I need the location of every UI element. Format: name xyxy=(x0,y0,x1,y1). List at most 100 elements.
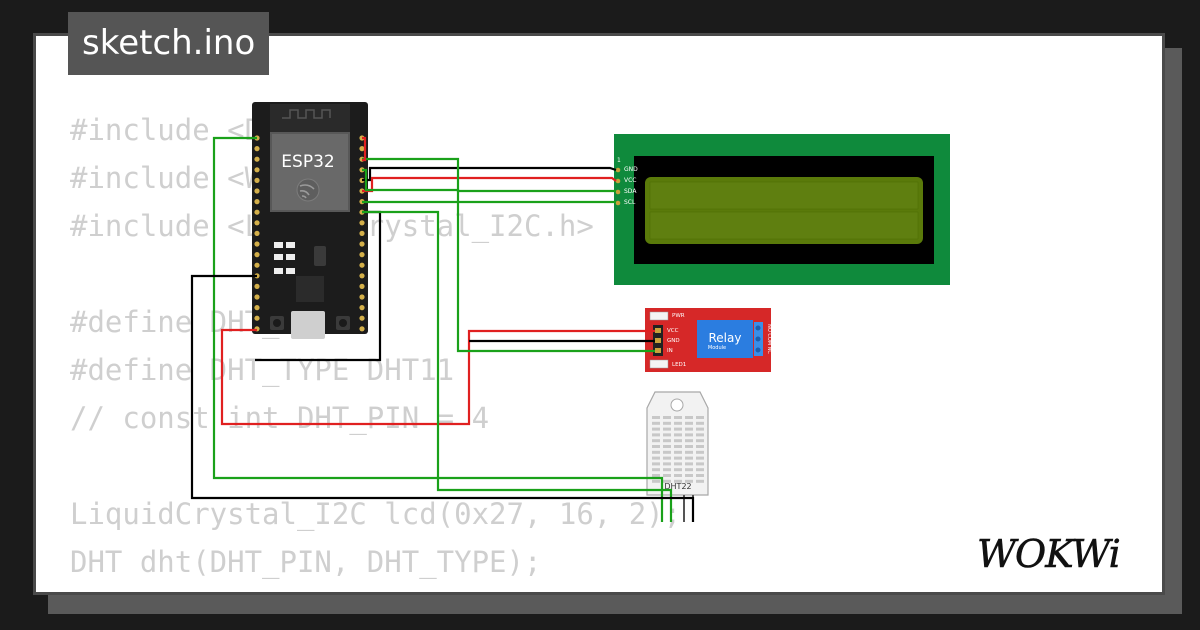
dht-vent-slot xyxy=(685,450,693,454)
code-line: // const int DHT_PIN = 4 xyxy=(70,401,490,435)
wire-dht-gnd[interactable] xyxy=(190,274,695,522)
dht-vent-slot xyxy=(674,421,682,425)
dht-vent-slot xyxy=(652,450,660,454)
wire-lcd-gnd[interactable] xyxy=(362,166,617,182)
dht-vent-slot xyxy=(652,445,660,448)
esp32-devkit[interactable]: ESP32 xyxy=(252,102,368,339)
dht-vent-slot xyxy=(685,439,693,443)
file-tab[interactable]: sketch.ino xyxy=(68,12,270,75)
esp32-pin[interactable] xyxy=(359,230,365,236)
lcd-pin-scl[interactable] xyxy=(615,200,621,206)
dht-vent-slot xyxy=(685,456,693,460)
relay-pin-in[interactable] xyxy=(655,348,661,353)
esp32-pin[interactable] xyxy=(359,220,365,226)
esp32-pin[interactable] xyxy=(254,220,260,226)
wire-esp-3v3[interactable] xyxy=(362,136,367,162)
dht-vent-slot xyxy=(674,445,682,448)
dht-vent-slot xyxy=(674,468,682,472)
relay-pin-vcc[interactable] xyxy=(655,328,661,333)
relay-pin-in-label: IN xyxy=(667,348,673,354)
dht-vent-slot xyxy=(685,479,693,483)
dht-vent-slot xyxy=(674,427,682,431)
lcd-pin-scl-label: SCL xyxy=(624,199,636,206)
dht-vent-slot xyxy=(696,462,704,466)
esp32-pin[interactable] xyxy=(359,294,365,300)
esp32-pin[interactable] xyxy=(254,188,260,194)
esp32-pin[interactable] xyxy=(254,262,260,268)
esp32-pin[interactable] xyxy=(254,230,260,236)
dht-vent-slot xyxy=(696,421,704,425)
wires[interactable] xyxy=(190,136,695,522)
dht-vent-slot xyxy=(663,427,671,431)
dht-vent-slot xyxy=(674,433,682,437)
esp32-pin[interactable] xyxy=(254,315,260,321)
lcd-pin-vcc[interactable] xyxy=(615,178,621,184)
esp32-pin[interactable] xyxy=(359,326,365,332)
dht-vent-slot xyxy=(696,416,704,419)
dht-vent-slot xyxy=(674,474,682,477)
dht-vent-slot xyxy=(696,445,704,448)
dht-vent-slot xyxy=(663,421,671,425)
wokwi-logo-text: WOKWi xyxy=(977,532,1120,576)
dht-vent-slot xyxy=(663,433,671,437)
lcd-pin-gnd-label: GND xyxy=(624,166,638,173)
dht-vent-slot xyxy=(696,468,704,472)
relay-pwr-led xyxy=(649,311,669,321)
lcd-pin-vcc-label: VCC xyxy=(624,177,636,184)
code-line: #define DHT_TYPE DHT11 xyxy=(70,353,455,387)
esp32-pin[interactable] xyxy=(359,305,365,311)
relay-module[interactable]: Relay Module VCC GND IN PWR LED1 NO COM … xyxy=(645,308,772,372)
esp32-pin[interactable] xyxy=(254,305,260,311)
dht-vent-slot xyxy=(652,468,660,472)
dht-vent-slot xyxy=(652,439,660,443)
wire-relay-vcc[interactable] xyxy=(220,328,655,426)
wire-dht-vcc[interactable] xyxy=(212,136,664,522)
esp32-pin[interactable] xyxy=(254,241,260,247)
esp32-pin[interactable] xyxy=(359,315,365,321)
esp32-pin[interactable] xyxy=(359,252,365,258)
wire-relay-in[interactable] xyxy=(362,168,655,353)
dht-vent-slot xyxy=(674,439,682,443)
lcd-display[interactable]: 1 GND VCC SDA SCL xyxy=(614,134,950,285)
esp32-pin[interactable] xyxy=(254,146,260,152)
relay-pin-gnd-label: GND xyxy=(667,338,680,344)
dht-vent-slot xyxy=(663,450,671,454)
code-line: LiquidCrystal_I2C lcd(0x27, 16, 2); xyxy=(70,497,682,531)
dht22-sensor[interactable]: DHT22 xyxy=(646,391,709,522)
esp32-pin[interactable] xyxy=(254,199,260,205)
micro-usb-port[interactable] xyxy=(291,311,325,339)
dht-vent-slot xyxy=(674,450,682,454)
lcd-pin-sda[interactable] xyxy=(615,189,621,195)
esp32-pin[interactable] xyxy=(254,294,260,300)
lcd-pin-gnd[interactable] xyxy=(615,167,621,173)
wire-lcd-sda[interactable] xyxy=(362,157,616,193)
dht-vent-slot xyxy=(674,462,682,466)
esp32-pin[interactable] xyxy=(254,156,260,162)
wire-dht-data[interactable] xyxy=(362,210,673,522)
esp32-pin[interactable] xyxy=(359,146,365,152)
esp32-pin[interactable] xyxy=(254,283,260,289)
esp32-pin[interactable] xyxy=(254,167,260,173)
relay-status-led xyxy=(649,359,669,369)
esp32-pin[interactable] xyxy=(359,273,365,279)
relay-subtitle: Module xyxy=(708,345,726,351)
dht-vent-slot xyxy=(652,416,660,419)
esp32-pin[interactable] xyxy=(254,177,260,183)
dht-mount-hole xyxy=(670,398,684,412)
dht-vent-slot xyxy=(663,468,671,472)
wokwi-logo-icon[interactable]: WOKWi xyxy=(975,527,1155,577)
code-line: DHT dht(DHT_PIN, DHT_TYPE); xyxy=(70,545,542,579)
dht-label: DHT22 xyxy=(664,482,691,491)
esp32-pin[interactable] xyxy=(359,262,365,268)
esp32-pin[interactable] xyxy=(254,209,260,215)
esp32-pin[interactable] xyxy=(359,241,365,247)
esp32-pin[interactable] xyxy=(254,252,260,258)
dht-vent-slot xyxy=(652,456,660,460)
dht-vent-slot xyxy=(652,474,660,477)
esp32-pin[interactable] xyxy=(359,283,365,289)
dht-vent-slot xyxy=(685,416,693,419)
esp32-smd-parts xyxy=(274,242,295,274)
relay-pin-gnd[interactable] xyxy=(655,338,661,343)
dht-vent-slot xyxy=(663,416,671,419)
